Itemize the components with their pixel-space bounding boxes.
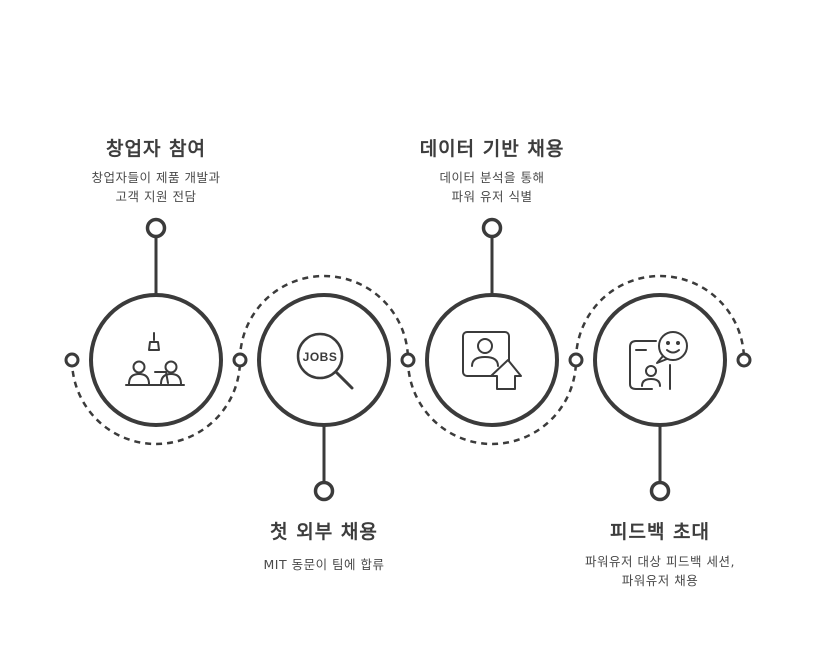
phone-feedback-icon [629, 331, 688, 390]
step-circle-2 [257, 293, 391, 427]
dashed-arc-3 [406, 359, 578, 446]
step-2-description: MIT 동문이 팀에 합류 [204, 555, 444, 574]
step-circle-3 [425, 293, 559, 427]
stem-end-nodes [145, 217, 671, 502]
path-nodes [64, 352, 752, 368]
profile-upgrade-icon [462, 331, 522, 390]
step-1-description-line: 창업자들이 제품 개발과 [91, 170, 221, 185]
dashed-arc-2 [238, 274, 410, 361]
stem-end-node-1 [145, 217, 167, 239]
step-circle-1 [89, 293, 223, 427]
step-1-title: 창업자 참여 [105, 138, 206, 160]
step-1-description-line: 고객 지원 전담 [115, 189, 197, 204]
step-4-description-line: 파워유저 대상 피드백 세션, [585, 554, 735, 569]
step-4-description: 파워유저 대상 피드백 세션, 파워유저 채용 [540, 552, 780, 590]
path-node [400, 352, 416, 368]
step-4-title: 피드백 초대 [609, 521, 710, 543]
stem-end-node-2 [313, 480, 335, 502]
path-node [568, 352, 584, 368]
stem-end-node-4 [649, 480, 671, 502]
path-node [736, 352, 752, 368]
dashed-arc-1 [70, 359, 242, 446]
jobs-label: JOBS [303, 350, 338, 364]
stem-end-node-3 [481, 217, 503, 239]
step-1-description: 창업자들이 제품 개발과 고객 지원 전담 [36, 168, 276, 206]
step-3-description: 데이터 분석을 통해 파워 유저 식별 [372, 168, 612, 206]
path-node [232, 352, 248, 368]
step-4-description-line: 파워유저 채용 [621, 573, 699, 588]
step-3-description-line: 파워 유저 식별 [451, 189, 533, 204]
dashed-arc-4 [574, 274, 746, 361]
step-2-title: 첫 외부 채용 [270, 521, 378, 543]
step-3-description-line: 데이터 분석을 통해 [439, 170, 545, 185]
path-node [64, 352, 80, 368]
founders-at-desk-icon [125, 332, 185, 386]
step-2-description-line: MIT 동문이 팀에 합류 [263, 557, 385, 572]
step-3-title: 데이터 기반 채용 [419, 138, 565, 160]
jobs-magnifier-icon: JOBS [296, 332, 354, 390]
